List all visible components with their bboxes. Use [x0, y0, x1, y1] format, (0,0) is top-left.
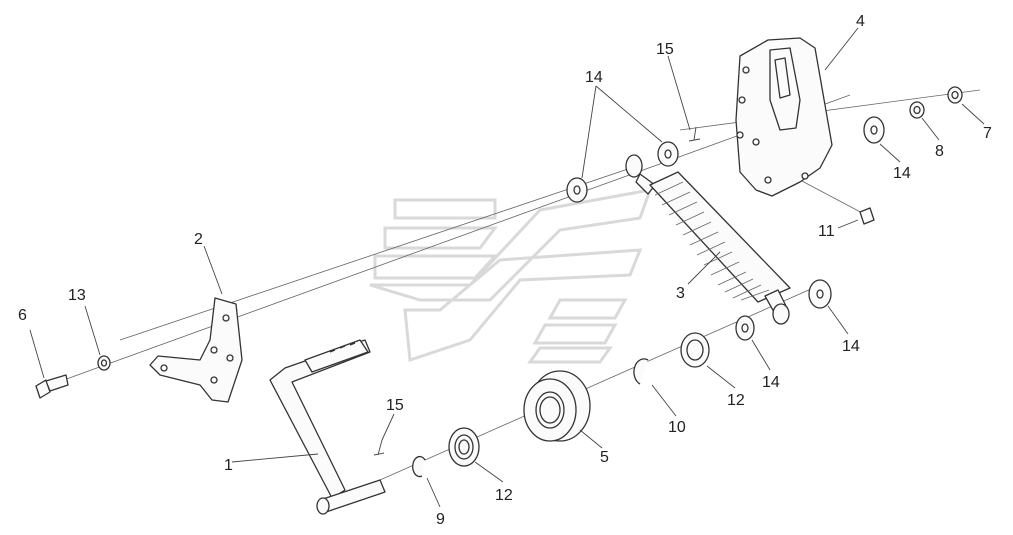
spring-part-3	[625, 154, 791, 325]
circlip-part-10	[633, 358, 649, 385]
bearing-part-12-upper	[680, 332, 710, 368]
callout-13: 13	[68, 287, 86, 304]
callout-15-upper: 15	[656, 41, 674, 58]
callout-12-upper: 12	[727, 392, 745, 409]
grease-fitting-part-11	[859, 207, 875, 225]
callout-14-top: 14	[585, 69, 603, 86]
callout-5: 5	[600, 449, 609, 466]
pulley-part-5	[523, 370, 591, 442]
callout-11: 11	[818, 223, 835, 240]
nut-part-8	[909, 101, 925, 119]
circlip-part-9	[412, 455, 426, 478]
callout-14-right: 14	[893, 165, 911, 182]
mount-bracket-part-4	[735, 37, 833, 197]
callout-8: 8	[935, 143, 944, 160]
bracket-part-2	[149, 297, 243, 403]
callout-14-lower: 14	[842, 338, 860, 355]
callout-labels: 1 2 3 4 5 6 7 8 9 10 11 12 12 13 14 14 1…	[18, 13, 992, 528]
lever-part-1	[269, 339, 386, 515]
callout-7: 7	[983, 125, 992, 142]
pin-part-15-upper	[688, 126, 701, 142]
callout-2: 2	[194, 231, 203, 248]
callout-4: 4	[856, 13, 865, 30]
callout-15-lower: 15	[386, 397, 404, 414]
callout-6: 6	[18, 307, 27, 324]
watermark-logo	[369, 188, 653, 364]
pin-part-15-lower	[373, 439, 385, 456]
washer-part-14-c	[566, 177, 588, 203]
bolt-part-6	[35, 374, 69, 399]
washer-part-14-a	[735, 315, 755, 341]
callout-14-middle: 14	[762, 374, 780, 391]
washer-part-14-e	[863, 116, 885, 144]
washer-part-14-b	[808, 279, 832, 309]
nut-part-13	[97, 355, 111, 371]
washer-part-14-d	[657, 141, 679, 167]
callout-1: 1	[224, 457, 233, 474]
callout-10: 10	[668, 419, 686, 436]
callout-12-lower: 12	[495, 487, 513, 504]
bearing-part-12-lower	[448, 427, 480, 467]
callout-9: 9	[436, 511, 445, 528]
leader-lines	[29, 27, 985, 508]
callout-3: 3	[676, 285, 685, 302]
nut-part-7	[947, 86, 963, 104]
